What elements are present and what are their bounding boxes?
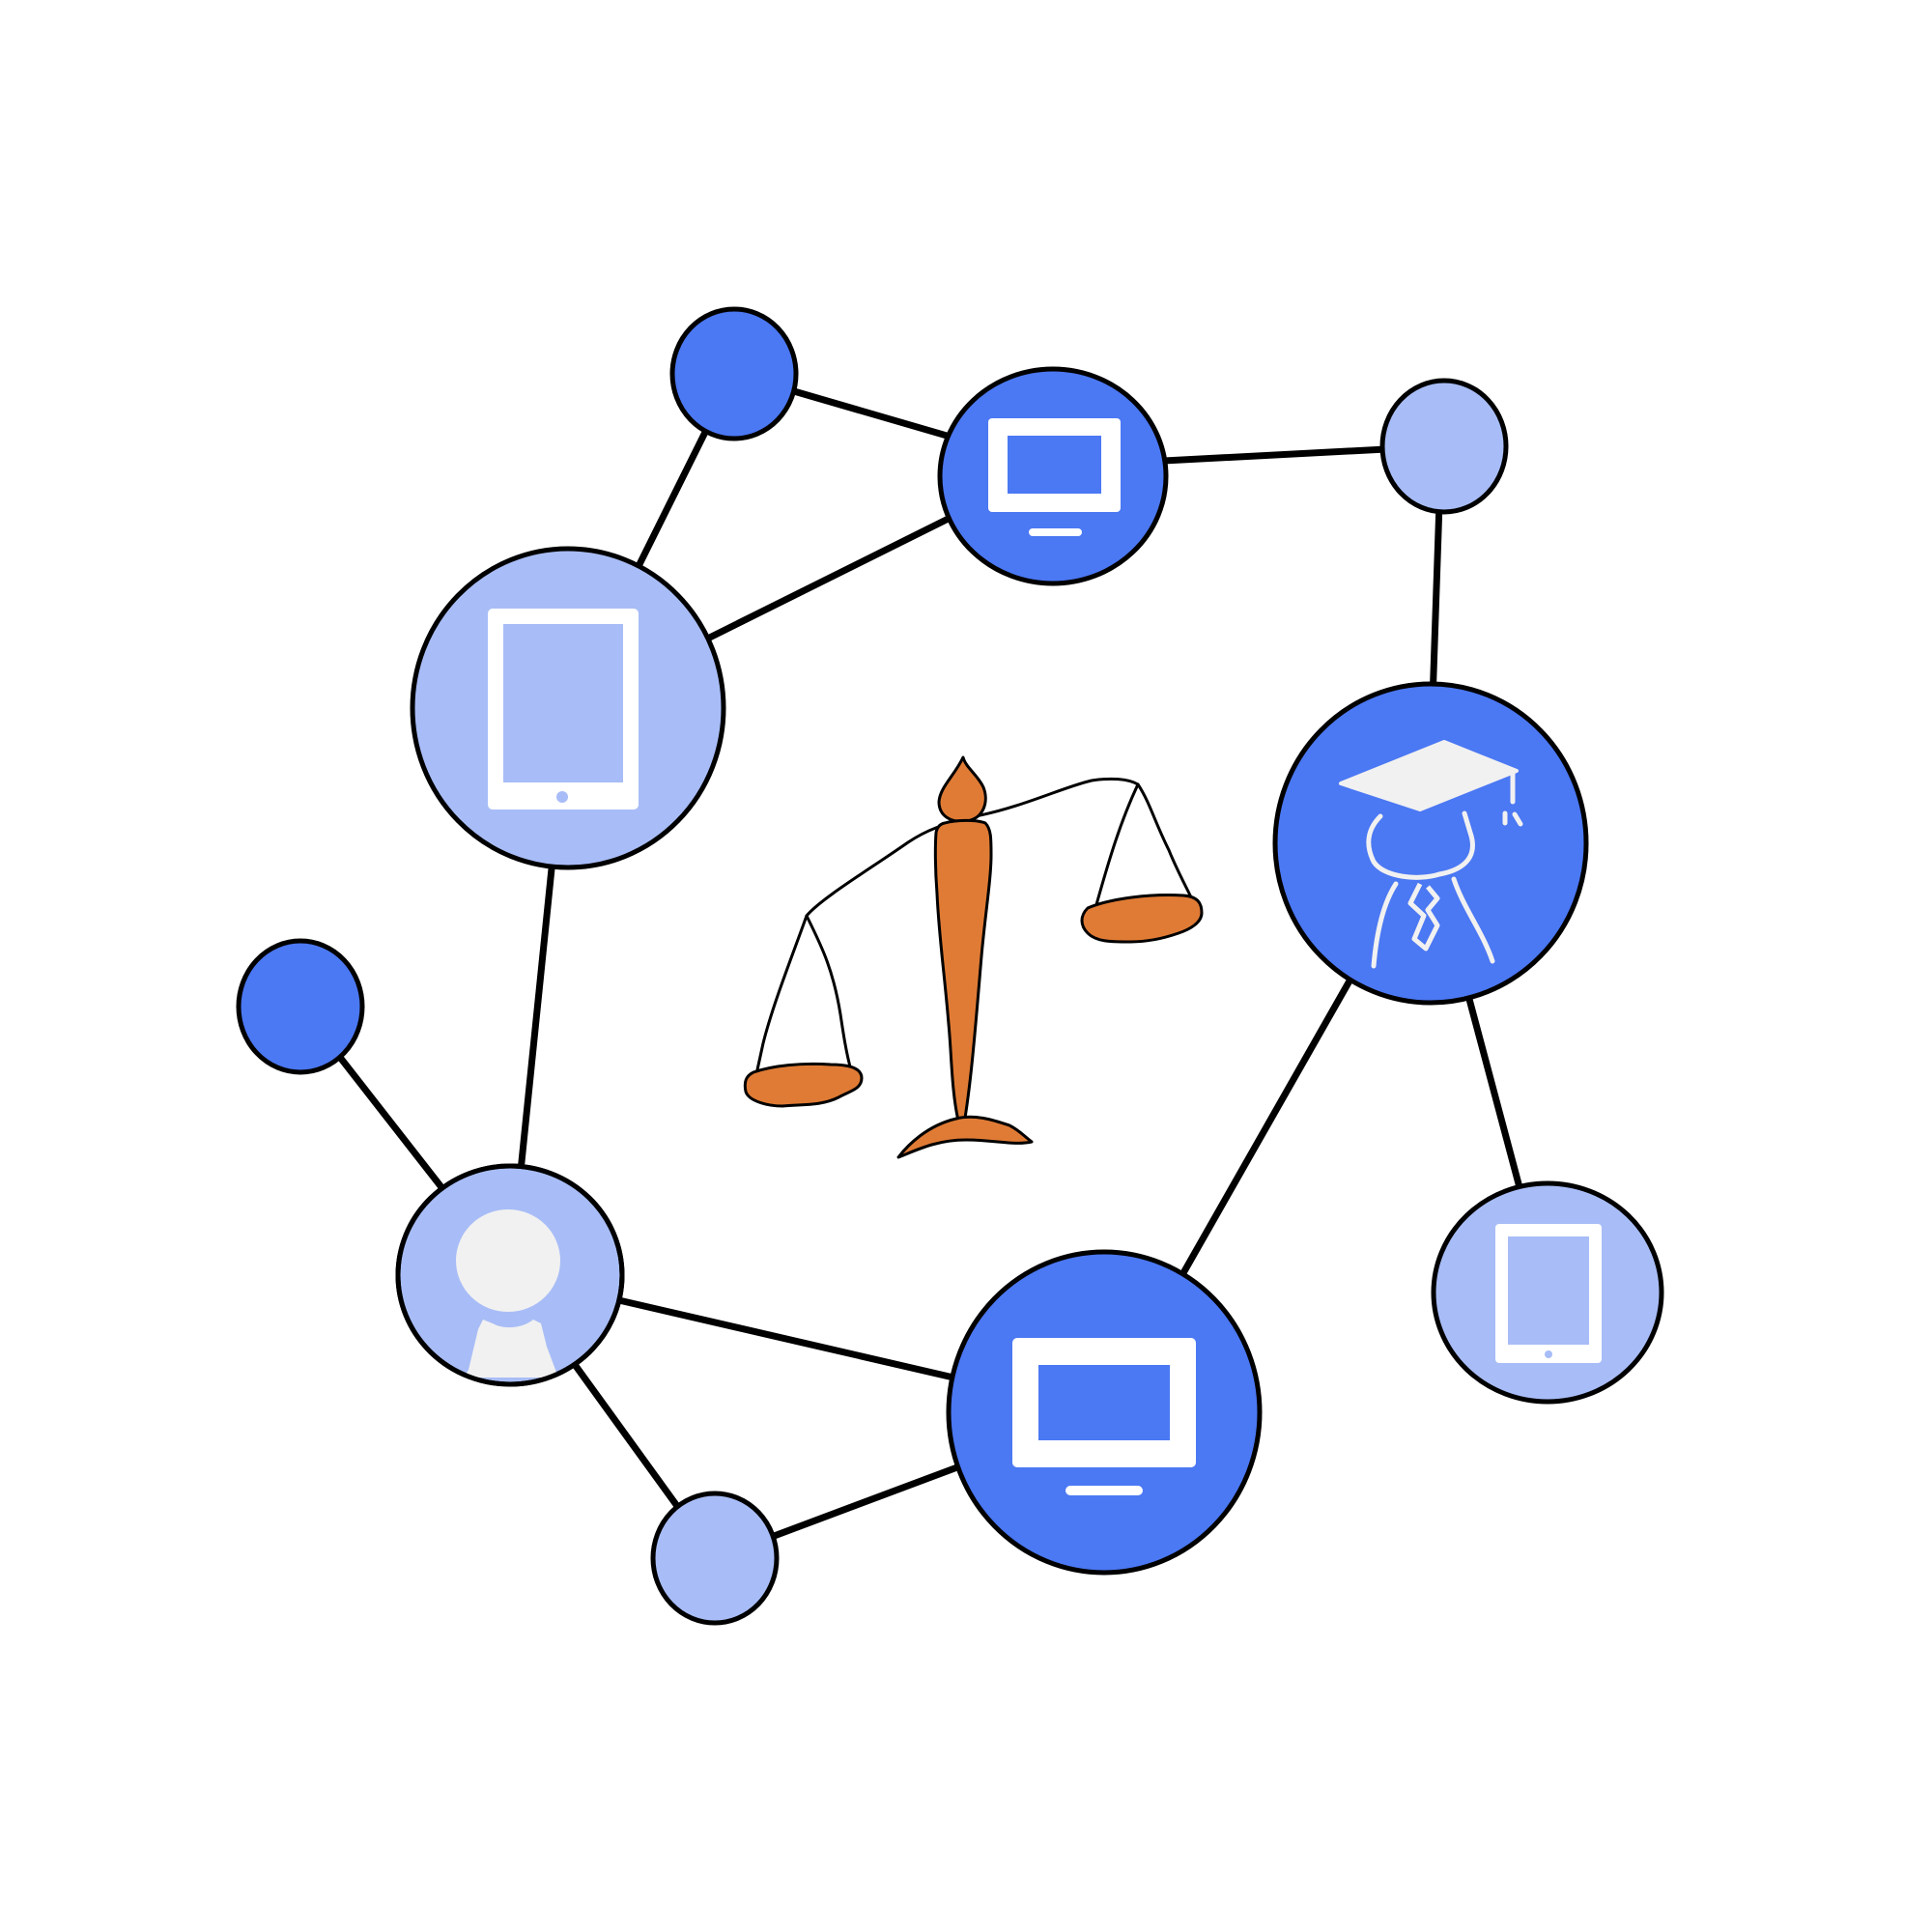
scales-pillar — [933, 818, 993, 1142]
user-avatar-icon — [456, 1209, 560, 1378]
desktop-monitor-icon — [1012, 1338, 1196, 1495]
left-pan-strings — [754, 914, 853, 1076]
scales-finial — [937, 755, 987, 823]
node-n1 — [669, 306, 799, 441]
node-layer — [236, 306, 1664, 1626]
tablet-icon — [488, 609, 639, 810]
graduation-cap-icon — [1339, 740, 1523, 969]
node-n5-circle — [1272, 681, 1589, 1006]
desktop-monitor-icon — [988, 418, 1121, 536]
node-n9 — [946, 1249, 1263, 1576]
node-n7 — [395, 1163, 625, 1387]
node-n8 — [1431, 1180, 1664, 1405]
right-pan — [1080, 894, 1204, 944]
left-pan — [743, 1062, 864, 1108]
node-n2 — [937, 366, 1169, 586]
scales-of-justice-icon — [743, 755, 1204, 1159]
node-n4 — [410, 546, 726, 870]
node-n6 — [236, 938, 365, 1075]
node-n3 — [1379, 378, 1509, 515]
tablet-icon — [1495, 1224, 1602, 1363]
node-n5 — [1272, 681, 1589, 1006]
scales-base — [896, 1115, 1034, 1159]
node-n10 — [650, 1491, 780, 1626]
